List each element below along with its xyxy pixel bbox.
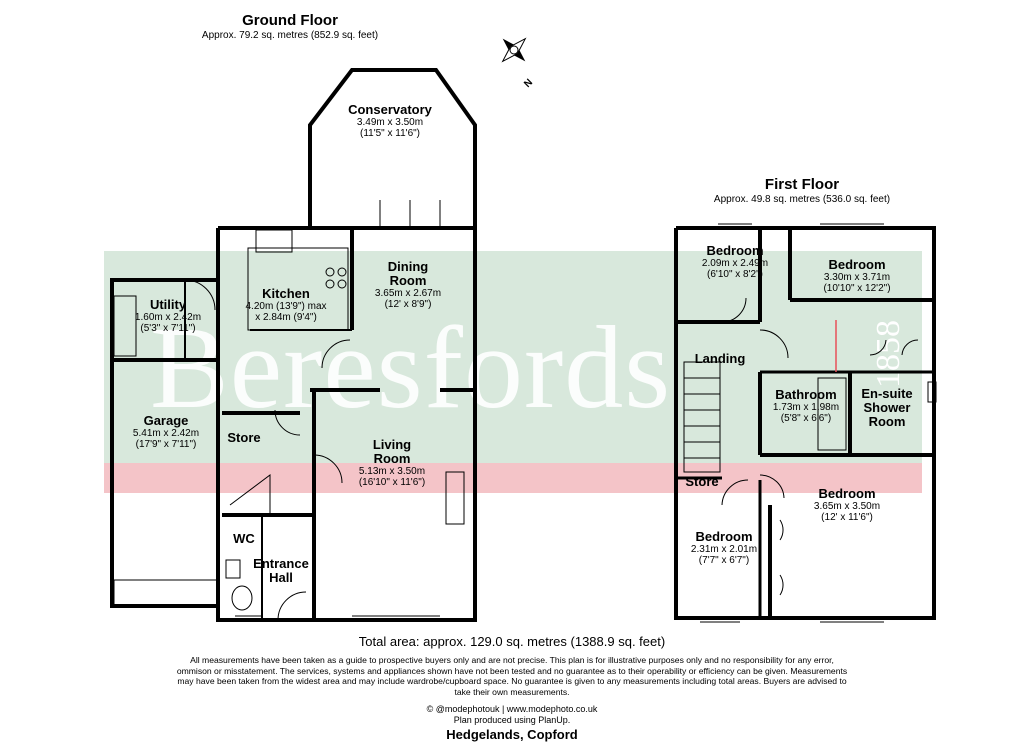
- room-kitchen: Kitchen 4.20m (13'9") max x 2.84m (9'4"): [245, 286, 327, 324]
- room-living: Living Room 5.13m x 3.50m (16'10" x 11'6…: [358, 437, 426, 489]
- conservatory-outline: [308, 68, 477, 228]
- room-utility: Utility 1.60m x 2.42m (5'3" x 7'11"): [134, 297, 202, 335]
- room-bedroom-large-front: Bedroom 3.30m x 3.71m (10'10" x 12'2"): [823, 257, 891, 295]
- room-wc: WC: [233, 531, 255, 546]
- compass-icon: [501, 37, 527, 63]
- room-store-ground: Store: [227, 430, 261, 445]
- first-outer-wall: [674, 226, 936, 620]
- room-bedroom-small-front: Bedroom 2.09m x 2.49m (6'10" x 8'2"): [701, 243, 769, 281]
- room-store-first: Store: [685, 474, 719, 489]
- credit-line-2: Plan produced using PlanUp.: [453, 715, 571, 725]
- room-landing: Landing: [694, 351, 746, 366]
- room-dining: Dining Room 3.65m x 2.67m (12' x 8'9"): [374, 259, 442, 311]
- watermark-band-pink: [104, 463, 922, 493]
- first-floor-title: First Floor: [764, 176, 840, 193]
- first-floor-area: Approx. 49.8 sq. metres (536.0 sq. feet): [713, 194, 891, 205]
- ground-floor-area: Approx. 79.2 sq. metres (852.9 sq. feet): [201, 30, 379, 41]
- room-bedroom-master: Bedroom 3.65m x 3.50m (12' x 11'6"): [813, 486, 881, 524]
- room-bathroom: Bathroom 1.73m x 1.98m (5'8" x 6'6"): [772, 387, 840, 425]
- room-conservatory: Conservatory 3.49m x 3.50m (11'5" x 11'6…: [348, 102, 432, 140]
- room-bedroom-rear-small: Bedroom 2.31m x 2.01m (7'7" x 6'7"): [690, 529, 758, 567]
- credit-line-1: © @modephotouk | www.modephoto.co.uk: [426, 704, 598, 714]
- watermark-band-green: [104, 251, 922, 463]
- room-ensuite: En-suite Shower Room: [861, 386, 913, 429]
- total-area: Total area: approx. 129.0 sq. metres (13…: [358, 634, 666, 649]
- room-garage: Garage 5.41m x 2.42m (17'9" x 7'11"): [132, 413, 200, 451]
- ground-floor-title: Ground Floor: [242, 12, 338, 29]
- address: Hedgelands, Copford: [446, 727, 578, 742]
- disclaimer: All measurements have been taken as a gu…: [176, 655, 848, 697]
- room-entrance-hall: Entrance Hall: [253, 556, 309, 585]
